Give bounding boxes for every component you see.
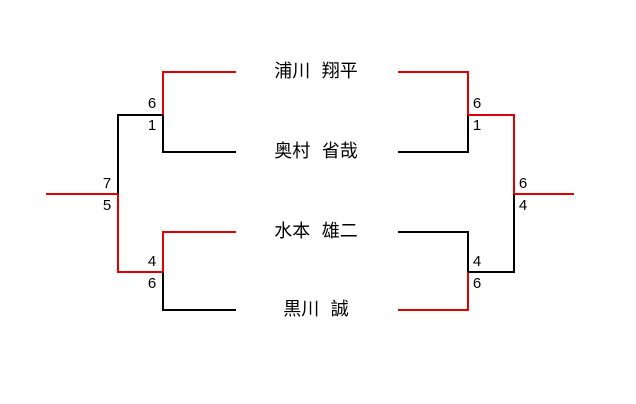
player-name-3: 水本 雄二 — [274, 221, 358, 242]
left-semi-bottom-link — [117, 194, 163, 273]
left-semi-top-score-top: 6 — [147, 95, 157, 112]
left-semi-top-score-bottom: 1 — [147, 117, 157, 134]
player-name-2: 奥村 省哉 — [274, 141, 358, 162]
right-semi-bottom-score-bottom: 6 — [472, 275, 482, 292]
right-line-player4 — [398, 272, 469, 311]
right-semi-bottom-score-top: 4 — [472, 253, 482, 270]
left-line-player1 — [162, 71, 236, 115]
right-semi-bottom-link — [468, 194, 515, 273]
right-line-player2 — [398, 115, 469, 153]
left-line-player2 — [162, 115, 236, 153]
player-name-4: 黒川 誠 — [283, 299, 349, 320]
right-final-score-bottom: 4 — [518, 197, 528, 214]
left-line-player4 — [162, 272, 236, 311]
right-semi-top-score-bottom: 1 — [472, 117, 482, 134]
right-semi-top-link — [468, 114, 515, 194]
left-line-player3 — [162, 231, 236, 272]
left-final-score-top: 7 — [102, 175, 112, 192]
left-semi-top-link — [117, 114, 163, 194]
left-semi-bottom-score-bottom: 6 — [147, 275, 157, 292]
right-semi-top-score-top: 6 — [472, 95, 482, 112]
left-final-score-bottom: 5 — [102, 197, 112, 214]
player-name-1: 浦川 翔平 — [274, 61, 358, 82]
left-semi-bottom-score-top: 4 — [147, 253, 157, 270]
right-final-score-top: 6 — [518, 175, 528, 192]
right-line-player3 — [398, 231, 469, 272]
right-line-player1 — [398, 71, 469, 115]
